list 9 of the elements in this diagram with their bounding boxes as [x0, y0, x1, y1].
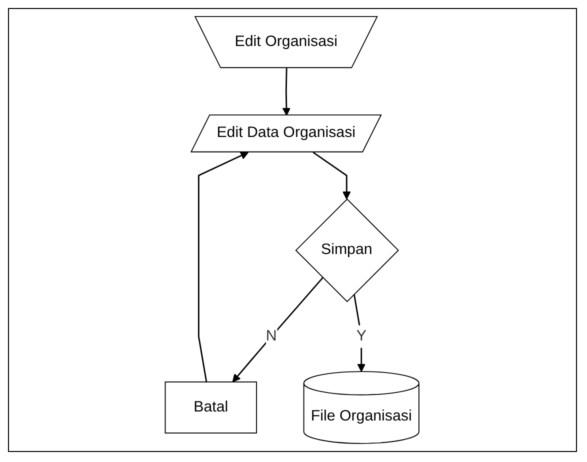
arrow — [313, 152, 352, 200]
arrow — [232, 277, 324, 382]
arrow — [282, 68, 291, 116]
arrow — [198, 152, 250, 382]
edge-label: N — [266, 328, 278, 344]
arrow — [354, 294, 366, 372]
edge-label: Y — [356, 328, 367, 344]
node-box: Batal — [165, 381, 258, 434]
node-diamond: Simpan — [296, 198, 400, 302]
